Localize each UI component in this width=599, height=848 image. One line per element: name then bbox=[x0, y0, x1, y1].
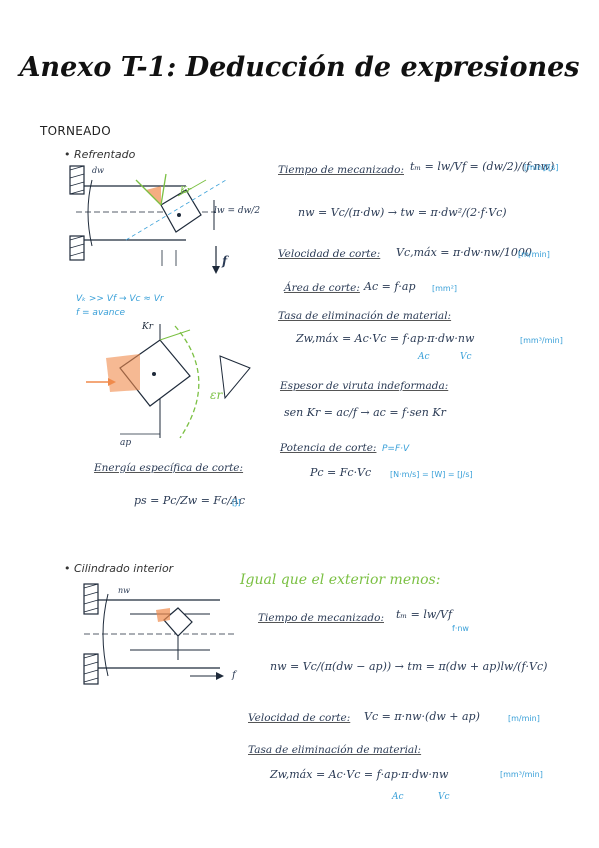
label-tiempo-cil: Tiempo de mecanizado: bbox=[258, 612, 384, 624]
refrentado-diagram bbox=[69, 165, 227, 274]
unit-tasa-cil: [mm³/min] bbox=[500, 770, 543, 779]
note-feed: f = avance bbox=[76, 308, 125, 318]
eq-tasa-cil: Zw,máx = Ac·Vc = f·ap·π·dw·nw bbox=[270, 768, 449, 781]
tasa-under-ac: Ac bbox=[418, 352, 430, 362]
eq-energia: ps = Pc/Zw = Fc/Ac bbox=[134, 494, 246, 507]
label-kr-detail: Kr bbox=[142, 322, 154, 332]
label-energia: Energía específica de corte: bbox=[94, 462, 244, 474]
subsection-cilindrado: • Cilindrado interior bbox=[64, 562, 174, 575]
eq-area: Ac = f·ap bbox=[364, 280, 416, 293]
label-tiempo-mecanizado: Tiempo de mecanizado: bbox=[278, 164, 404, 176]
label-velocidad-cil: Velocidad de corte: bbox=[248, 712, 351, 724]
unit-tiempo: [min]/[s] bbox=[524, 163, 559, 172]
tool-detail-diagram bbox=[86, 324, 251, 439]
eq-espesor: sen Kr = ac/f → ac = f·sen Kr bbox=[284, 406, 446, 419]
unit-potencia: [N·m/s] = [W] = [J/s] bbox=[390, 470, 473, 479]
label-kr: Kr bbox=[180, 186, 192, 196]
note-velocity: Vₖ >> Vf → Vc ≈ Vr bbox=[76, 294, 164, 304]
label-tasa-cil: Tasa de eliminación de material: bbox=[248, 744, 422, 756]
cilindrado-diagram bbox=[83, 583, 236, 685]
green-note: Igual que el exterior menos: bbox=[240, 572, 441, 588]
page-title: Anexo T-1: Deducción de expresiones bbox=[19, 52, 580, 83]
eq-nw: nw = Vc/(π·dw) → tw = π·dw²/(2·f·Vc) bbox=[298, 206, 507, 219]
label-dw: dw bbox=[92, 166, 104, 175]
subsection-refrentado: • Refrentado bbox=[64, 148, 136, 161]
tasa-under-vc: Vc bbox=[460, 352, 472, 362]
label-f-cil: f bbox=[232, 670, 236, 681]
unit-area: [mm²] bbox=[432, 284, 458, 293]
eq-tiempo-cil-sub: f·nw bbox=[452, 624, 469, 633]
unit-velocidad-cil: [m/min] bbox=[508, 714, 540, 723]
eq-nw-cil: nw = Vc/(π(dw − ap)) → tm = π(dw + ap)lw… bbox=[270, 660, 548, 673]
tasa-cil-under-vc: Vc bbox=[438, 792, 450, 802]
unit-energia: [J] bbox=[232, 498, 241, 507]
eq-potencia: Pc = Fc·Vc bbox=[310, 466, 372, 479]
label-er: εr bbox=[210, 388, 223, 402]
label-tasa: Tasa de eliminación de material: bbox=[278, 310, 452, 322]
label-velocidad: Velocidad de corte: bbox=[278, 248, 381, 260]
eq-velocidad: Vc,máx = π·dw·nw/1000 bbox=[396, 246, 532, 259]
unit-tasa: [mm³/min] bbox=[520, 336, 563, 345]
label-potencia: Potencia de corte: bbox=[280, 442, 377, 454]
label-espesor: Espesor de viruta indeformada: bbox=[280, 380, 449, 392]
label-ap: ap bbox=[120, 438, 132, 448]
label-nw: nw bbox=[118, 586, 130, 595]
tasa-cil-under-ac: Ac bbox=[392, 792, 404, 802]
label-lw: lw = dw/2 bbox=[214, 206, 261, 216]
section-heading: TORNEADO bbox=[40, 124, 111, 138]
eq-tiempo: tₘ = lw/Vf = (dw/2)/(f·nw) bbox=[410, 160, 555, 173]
eq-tasa: Zw,máx = Ac·Vc = f·ap·π·dw·nw bbox=[296, 332, 475, 345]
eq-velocidad-cil: Vc = π·nw·(dw + ap) bbox=[364, 710, 480, 723]
eq-tiempo-cil: tₘ = lw/Vf bbox=[396, 608, 453, 621]
label-area: Área de corte: bbox=[284, 282, 360, 294]
label-f: f bbox=[222, 254, 228, 268]
note-potencia: P=F·V bbox=[382, 444, 410, 454]
unit-velocidad: [m/min] bbox=[518, 250, 550, 259]
